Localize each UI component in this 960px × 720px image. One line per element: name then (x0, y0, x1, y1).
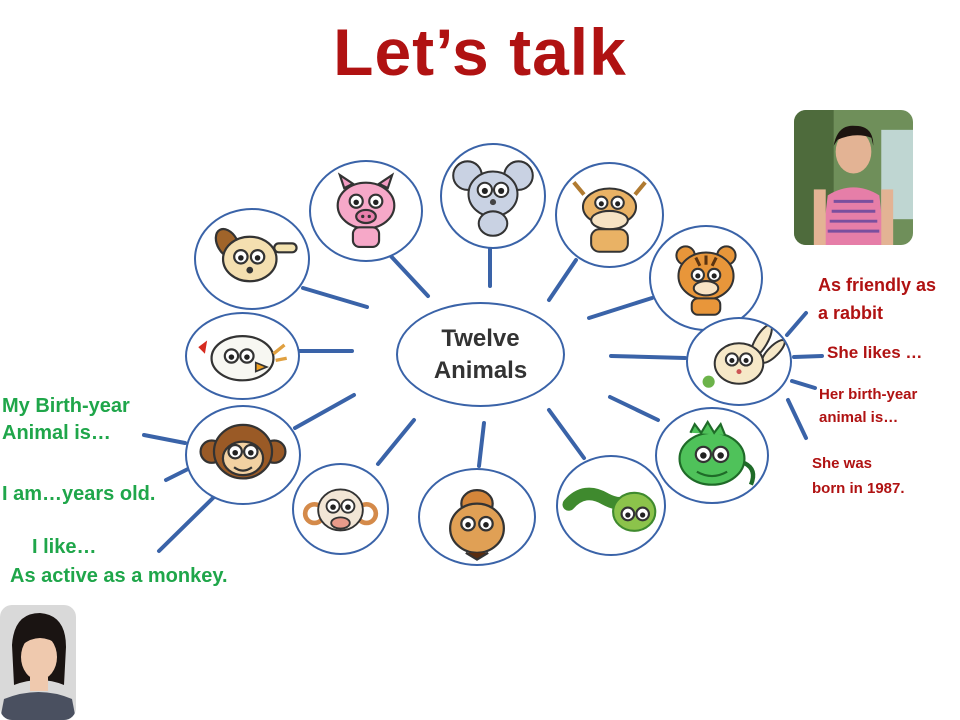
pig-icon (336, 172, 396, 249)
woman-headshot-icon (0, 605, 76, 720)
connector-line (587, 296, 654, 320)
rabbit-icon (702, 324, 786, 388)
snake-circle (556, 455, 666, 556)
connector-line (301, 286, 369, 309)
woman-photo (794, 110, 913, 245)
dog-icon (214, 227, 298, 283)
ox-icon (572, 181, 647, 253)
connector-line (547, 258, 578, 302)
center-label-line2: Animals (433, 356, 528, 384)
snake-icon (562, 487, 657, 532)
goat-icon (302, 488, 379, 532)
rat-icon (452, 160, 534, 237)
connector-line (609, 354, 687, 360)
right-prompt-friendly-line1: As friendly as (818, 275, 937, 295)
left-prompt-like: I like… (32, 536, 97, 558)
ox-circle (555, 162, 664, 268)
connector-line (293, 393, 356, 430)
pig-circle (309, 160, 423, 262)
left-prompt-active: As active as a monkey. (10, 565, 228, 587)
right-prompt-likes: She likes … (827, 343, 923, 362)
connector-line (142, 433, 187, 445)
left-prompt-age: I am…years old. (2, 483, 156, 505)
horse-circle (418, 468, 536, 566)
connector-line (790, 379, 817, 390)
connector-line (157, 495, 216, 553)
right-prompt-friendly-line2: a rabbit (818, 303, 884, 323)
rabbit-circle (686, 317, 792, 406)
page-title: Let’s talk (333, 15, 627, 89)
center-label-line1: Twelve (441, 324, 520, 352)
monkey-icon (199, 423, 287, 480)
connector-line (477, 421, 486, 468)
dragon-circle (655, 407, 769, 504)
connector-line (386, 251, 430, 298)
connector-line (792, 354, 824, 359)
right-prompt-birth-year: Her birth-year animal is… (819, 383, 917, 429)
tiger-circle (649, 225, 763, 331)
right-prompt-born: She was born in 1987. (812, 451, 905, 501)
monkey-circle (185, 405, 301, 505)
left-prompt-birth-year: My Birth-year Animal is… (2, 393, 130, 447)
right-prompt-birth-year-line2: animal is… (819, 409, 899, 426)
left-prompt-birth-year-line2: Animal is… (2, 422, 111, 444)
connector-line (376, 418, 416, 466)
tiger-icon (675, 245, 737, 316)
right-prompt-born-line2: born in 1987. (812, 480, 905, 497)
right-prompt-born-line1: She was (812, 455, 873, 472)
connector-line (786, 398, 808, 440)
woman-photo-bottom (0, 605, 76, 720)
woman-portrait-icon (794, 110, 913, 245)
horse-icon (449, 489, 505, 561)
center-ellipse: Twelve Animals (396, 302, 565, 407)
connector-line (608, 395, 660, 422)
connector-line (164, 466, 192, 482)
right-prompt-birth-year-line1: Her birth-year (819, 386, 918, 403)
connector-line (785, 311, 808, 337)
connector-line (547, 408, 586, 460)
rat-circle (440, 143, 546, 249)
rooster-icon (198, 335, 288, 382)
left-prompt-birth-year-line1: My Birth-year (2, 395, 130, 417)
dog-circle (194, 208, 310, 310)
rooster-circle (185, 312, 300, 400)
dragon-icon (678, 419, 756, 486)
right-prompt-friendly: As friendly as a rabbit (818, 271, 936, 327)
goat-circle (292, 463, 389, 555)
